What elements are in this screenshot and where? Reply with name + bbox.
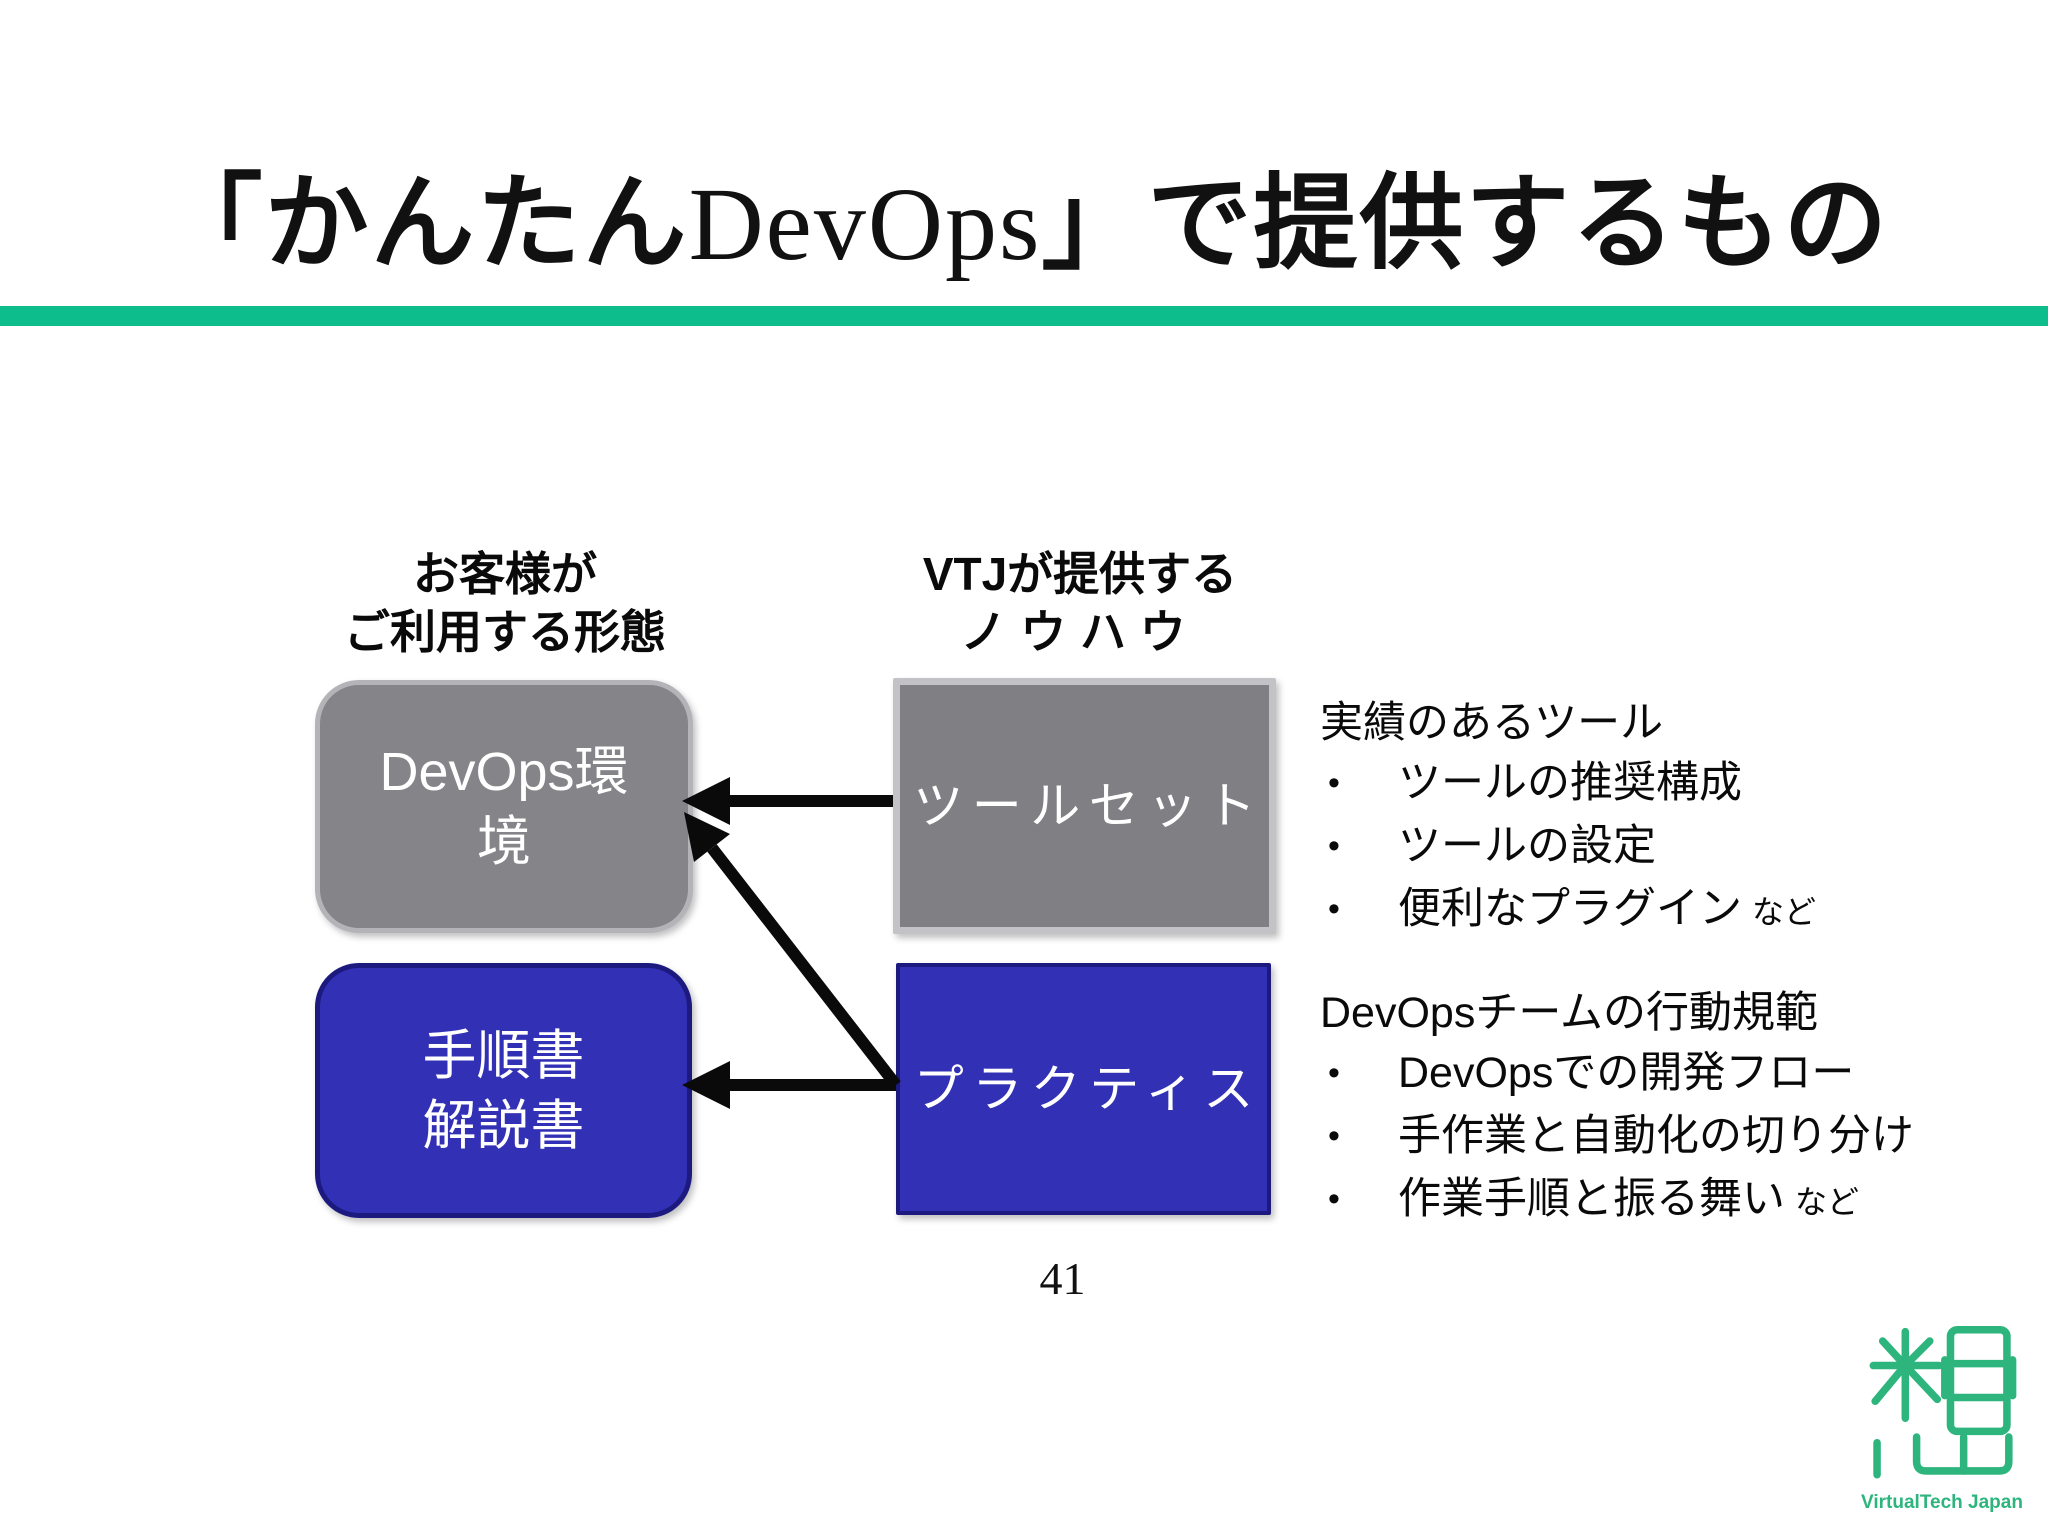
list-item: 手作業と自動化の切り分け [1320, 1106, 2048, 1169]
list-item: ツールの推奨構成 [1320, 753, 2048, 816]
arrow-practice-to-devops [684, 812, 901, 1089]
list-item-text: 手作業と自動化の切り分け [1398, 1112, 1914, 1160]
list-item-suffix: など [1752, 894, 1817, 930]
column-header-customer: お客様が ご利用する形態 [255, 545, 755, 661]
column-header-customer-line2: ご利用する形態 [344, 606, 666, 658]
arrow-toolset-to-devops [682, 777, 893, 825]
column-header-vtj-line1: VTJが提供する [922, 548, 1238, 600]
practice-notes-heading: DevOpsチームの行動規範 [1320, 989, 1819, 1037]
manuals-label-line1: 手順書 [422, 1025, 585, 1086]
title-jp-close: 」で提供するもの [1041, 165, 1890, 282]
devops-environment-label-line2: 境 [476, 811, 531, 872]
practice-label: プラクティス [913, 1061, 1262, 1117]
column-header-vtj-line2: ノウハウ [960, 606, 1200, 658]
list-item-suffix: など [1795, 1184, 1860, 1220]
devops-environment-box: DevOps環 境 [315, 680, 693, 933]
list-item-text: DevOpsでの開発フロー [1398, 1049, 1855, 1097]
list-item-text: 作業手順と振る舞い [1398, 1175, 1785, 1223]
practice-box: プラクティス [896, 963, 1271, 1215]
toolset-box: ツールセット [893, 678, 1276, 934]
column-header-vtj: VTJが提供する ノウハウ [845, 545, 1315, 661]
column-header-customer-line1: お客様が [413, 548, 597, 600]
page-number: 41 [1039, 1253, 1086, 1304]
title-latin: DevOps [688, 166, 1042, 282]
list-item: DevOpsでの開発フロー [1320, 1043, 2048, 1106]
manuals-label-line2: 解説書 [422, 1095, 585, 1156]
toolset-notes-heading: 実績のあるツール [1320, 699, 1664, 747]
list-item-text: 便利なプラグイン [1398, 885, 1742, 933]
title-jp-open: 「かんたん [158, 165, 689, 282]
virtualtech-japan-logo: VirtualTech Japan [1856, 1322, 2028, 1514]
list-item-text: ツールの設定 [1398, 822, 1656, 870]
accent-divider-bar [0, 306, 2048, 326]
logo-wordmark: VirtualTech Japan [1861, 1492, 2023, 1513]
devops-environment-label: DevOps環 境 [379, 737, 628, 877]
kanji-sou-logo-icon [1869, 1326, 2017, 1479]
arrow-practice-to-manuals [682, 1061, 896, 1109]
list-item-text: ツールの推奨構成 [1398, 759, 1742, 807]
manuals-box: 手順書 解説書 [315, 963, 692, 1218]
page-title: 「かんたんDevOps」で提供するもの [0, 138, 2048, 289]
devops-environment-label-line1: DevOps環 [379, 741, 629, 802]
list-item: ツールの設定 [1320, 816, 2048, 879]
toolset-label: ツールセット [913, 778, 1265, 834]
practice-notes: DevOpsチームの行動規範 DevOpsでの開発フロー 手作業と自動化の切り分… [1320, 983, 2048, 1232]
manuals-label: 手順書 解説書 [423, 1021, 585, 1161]
